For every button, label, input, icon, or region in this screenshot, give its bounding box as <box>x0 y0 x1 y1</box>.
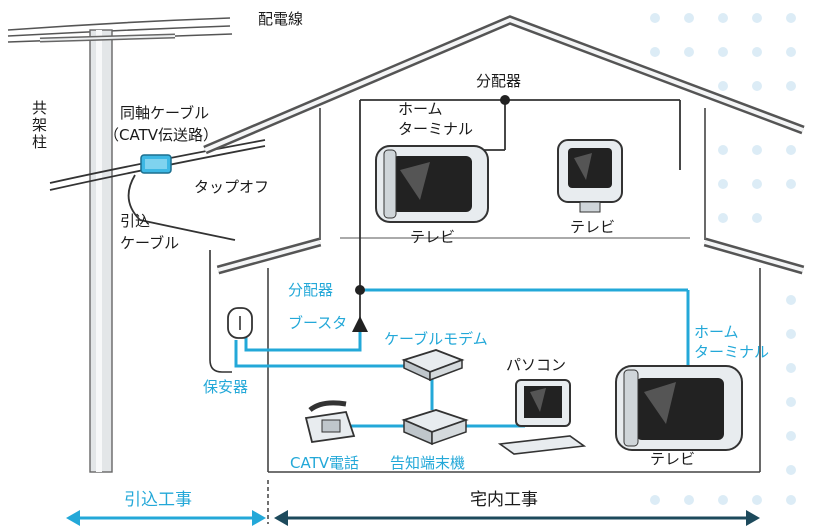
drop-work-label: 引込工事 <box>124 490 192 510</box>
tv-downstairs-label: テレビ <box>650 450 696 468</box>
home-terminal-top-label-line1: ホーム <box>398 100 443 118</box>
tv-upstairs-left-label: テレビ <box>410 228 456 246</box>
in-home-work-arrow <box>274 510 760 526</box>
splitter-top-label: 分配器 <box>476 72 522 90</box>
cable-modem-device <box>401 349 465 382</box>
drop-cable <box>127 174 236 241</box>
cable-modem-label: ケーブルモデム <box>384 330 488 348</box>
home-terminal-right-label-line2: ターミナル <box>694 343 770 361</box>
tap-off-label: タップオフ <box>194 178 270 196</box>
booster-label: ブースタ <box>288 314 348 332</box>
tv-upstairs-right <box>557 139 623 213</box>
house <box>203 15 805 473</box>
splitter-top-node <box>500 95 510 105</box>
home-terminal-top-label-line2: ターミナル <box>398 120 474 138</box>
coaxial-cable-label: 同軸ケーブル <box>120 104 210 122</box>
protector-label: 保安器 <box>203 378 249 396</box>
shared-pole-label: 共架柱 <box>30 100 48 151</box>
tv-upstairs-right-label: テレビ <box>570 218 616 236</box>
catv-telephone-device <box>304 400 356 444</box>
splitter-mid-node <box>355 285 365 295</box>
in-home-work-label: 宅内工事 <box>470 490 538 510</box>
notification-terminal-label: 告知端末機 <box>390 454 466 472</box>
drop-cable-label-line1: 引込 <box>120 212 151 230</box>
utility-pole <box>39 29 176 473</box>
tap-off-device <box>140 154 172 174</box>
personal-computer-device <box>497 379 587 455</box>
pc-label: パソコン <box>506 356 567 374</box>
home-terminal-right-label-line1: ホーム <box>694 323 739 341</box>
drop-cable-label-line2: ケーブル <box>120 234 180 252</box>
drop-cable-to-house <box>209 250 232 373</box>
catv-transmission-path-label: （CATV伝送路） <box>104 126 218 144</box>
catv-phone-label: CATV電話 <box>290 454 359 472</box>
tv-upstairs-left <box>375 145 489 223</box>
tv-downstairs <box>615 365 743 451</box>
splitter-mid-label: 分配器 <box>288 281 334 299</box>
protector-device <box>227 307 253 339</box>
drop-work-arrow <box>66 510 266 526</box>
notification-terminal-device <box>401 409 469 446</box>
decorative-dot-grid <box>650 13 796 505</box>
power-line-label: 配電線 <box>258 10 304 28</box>
booster-symbol <box>352 316 368 332</box>
